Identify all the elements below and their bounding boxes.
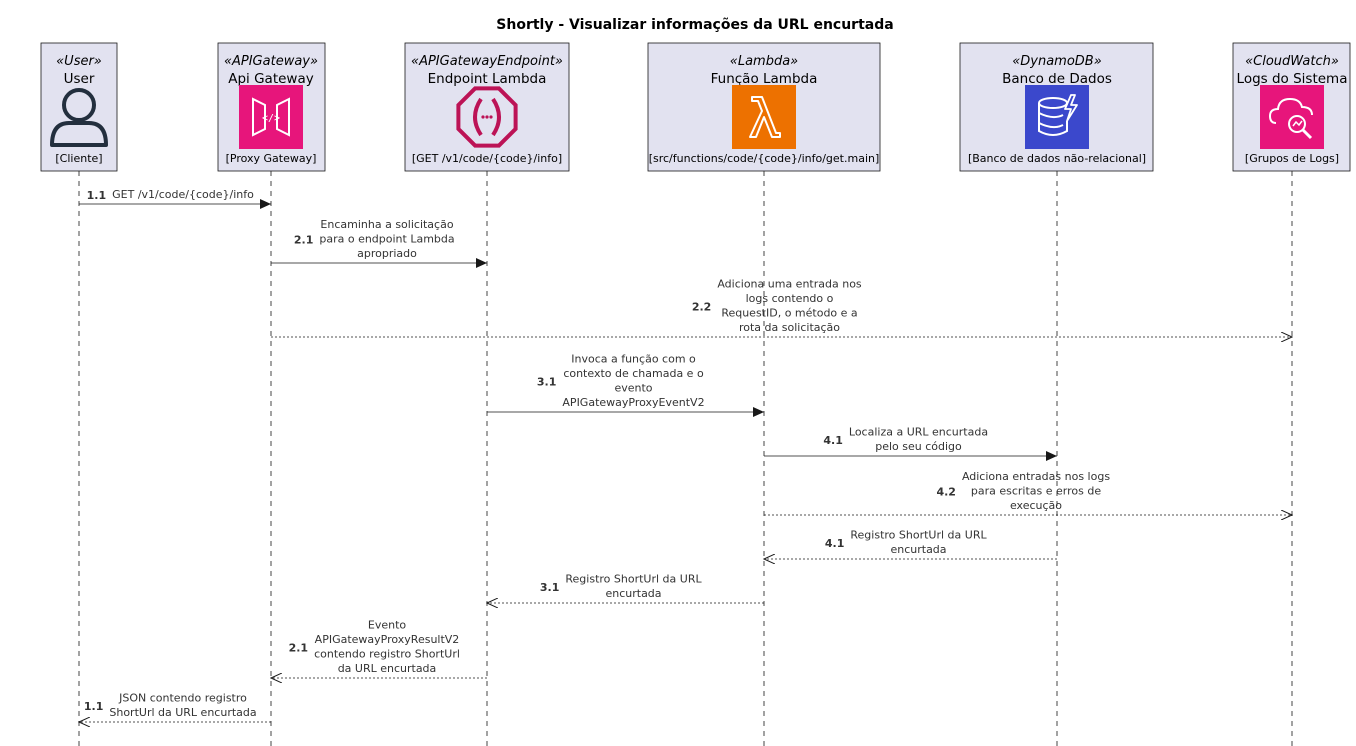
participant-description: [GET /v1/code/{code}/info]	[412, 152, 562, 165]
participant-stereotype: «Lambda»	[730, 54, 798, 69]
message-text: GET /v1/code/{code}/info	[112, 188, 254, 201]
message-2: Encaminha a solicitação para o endpoint L…	[271, 218, 487, 268]
message-text: JSON contendo registro	[118, 692, 247, 705]
participant-name: Api Gateway	[228, 71, 313, 87]
message-text: Encaminha a solicitação	[320, 218, 453, 231]
message-text: para escritas e erros de	[971, 485, 1101, 498]
message-text: evento	[614, 382, 652, 395]
participant-apigw: «APIGateway» Api Gateway </> [Proxy Gateway…	[217, 42, 326, 172]
message-number: 2.1	[289, 641, 309, 654]
message-text: Adiciona uma entrada nos	[717, 278, 862, 291]
dynamodb-icon	[1025, 85, 1089, 149]
participant-name: Endpoint Lambda	[428, 71, 547, 87]
message-text: contendo registro ShortUrl	[314, 648, 460, 661]
message-text: APIGatewayProxyEventV2	[562, 396, 704, 409]
cloudwatch-icon	[1260, 85, 1324, 149]
lifelines	[78, 171, 1293, 746]
message-text: encurtada	[605, 587, 661, 600]
message-number: 3.1	[540, 581, 560, 594]
message-text: para o endpoint Lambda	[319, 233, 454, 246]
message-text: apropriado	[357, 247, 417, 260]
message-number: 3.1	[537, 375, 557, 388]
message-text: Adiciona entradas nos logs	[962, 470, 1110, 483]
participant-endpoint: «APIGatewayEndpoint» Endpoint Lambda [GET …	[404, 42, 570, 172]
participants: «User» User [Cliente] «APIGateway» Api Gatew…	[40, 42, 1351, 172]
message-text: execução	[1010, 499, 1062, 512]
participant-name: User	[64, 71, 95, 87]
endpoint-icon	[456, 86, 518, 148]
participant-box	[647, 42, 881, 172]
participant-dynamo: «DynamoDB» Banco de Dados [Banco de dados …	[959, 42, 1154, 172]
message-number: 2.2	[692, 300, 712, 313]
message-text: Registro ShortUrl da URL	[565, 573, 702, 586]
message-number: 2.1	[294, 234, 314, 247]
message-text: Localiza a URL encurtada	[849, 426, 988, 439]
participant-name: Função Lambda	[711, 71, 818, 87]
message-number: 4.2	[936, 486, 956, 499]
message-number: 1.1	[84, 700, 104, 713]
message-text: da URL encurtada	[338, 662, 437, 675]
message-text: APIGatewayProxyResultV2	[315, 633, 460, 646]
message-text: Invoca a função com o	[571, 353, 696, 366]
participant-stereotype: «DynamoDB»	[1012, 54, 1102, 69]
lambda-icon	[732, 85, 796, 149]
diagram-title: Shortly - Visualizar informações da URL …	[496, 17, 893, 33]
message-number: 1.1	[87, 189, 107, 202]
participant-stereotype: «APIGateway»	[224, 54, 318, 69]
participant-stereotype: «APIGatewayEndpoint»	[411, 54, 563, 69]
message-text: Evento	[368, 619, 407, 632]
participant-name: Banco de Dados	[1002, 71, 1112, 87]
participant-name: Logs do Sistema	[1237, 71, 1348, 87]
message-text: encurtada	[890, 543, 946, 556]
svg-text:</>: </>	[262, 113, 280, 124]
participant-lambda: «Lambda» Função Lambda [src/functions/code…	[647, 42, 881, 172]
api-gateway-icon: </>	[239, 85, 303, 149]
message-text: ShortUrl da URL encurtada	[109, 706, 256, 719]
message-text: logs contendo o	[746, 292, 834, 305]
message-1: GET /v1/code/{code}/info 1.1	[79, 188, 271, 209]
message-text: contexto de chamada e o	[563, 367, 704, 380]
message-number: 4.1	[823, 434, 843, 447]
user-icon	[50, 88, 108, 147]
participant-stereotype: «User»	[56, 54, 102, 69]
participant-description: [Cliente]	[55, 152, 102, 165]
participant-box	[404, 42, 570, 172]
message-text: pelo seu código	[875, 440, 962, 453]
participant-user: «User» User [Cliente]	[40, 42, 118, 172]
participant-description: [src/functions/code/{code}/info/get.main…	[649, 152, 880, 165]
message-number: 4.1	[825, 537, 845, 550]
participant-description: [Banco de dados não-relacional]	[968, 152, 1146, 165]
message-text: rota da solicitação	[739, 321, 840, 334]
participant-stereotype: «CloudWatch»	[1245, 54, 1339, 69]
participant-description: [Proxy Gateway]	[226, 152, 317, 165]
message-text: Registro ShortUrl da URL	[850, 529, 987, 542]
participant-description: [Grupos de Logs]	[1245, 152, 1339, 165]
message-6: Adiciona entradas nos logs para escritas …	[764, 470, 1292, 515]
participant-cw: «CloudWatch» Logs do Sistema [Grupos de Lo…	[1232, 42, 1351, 172]
message-text: RequestID, o método e a	[721, 307, 857, 320]
participant-box	[40, 42, 118, 172]
